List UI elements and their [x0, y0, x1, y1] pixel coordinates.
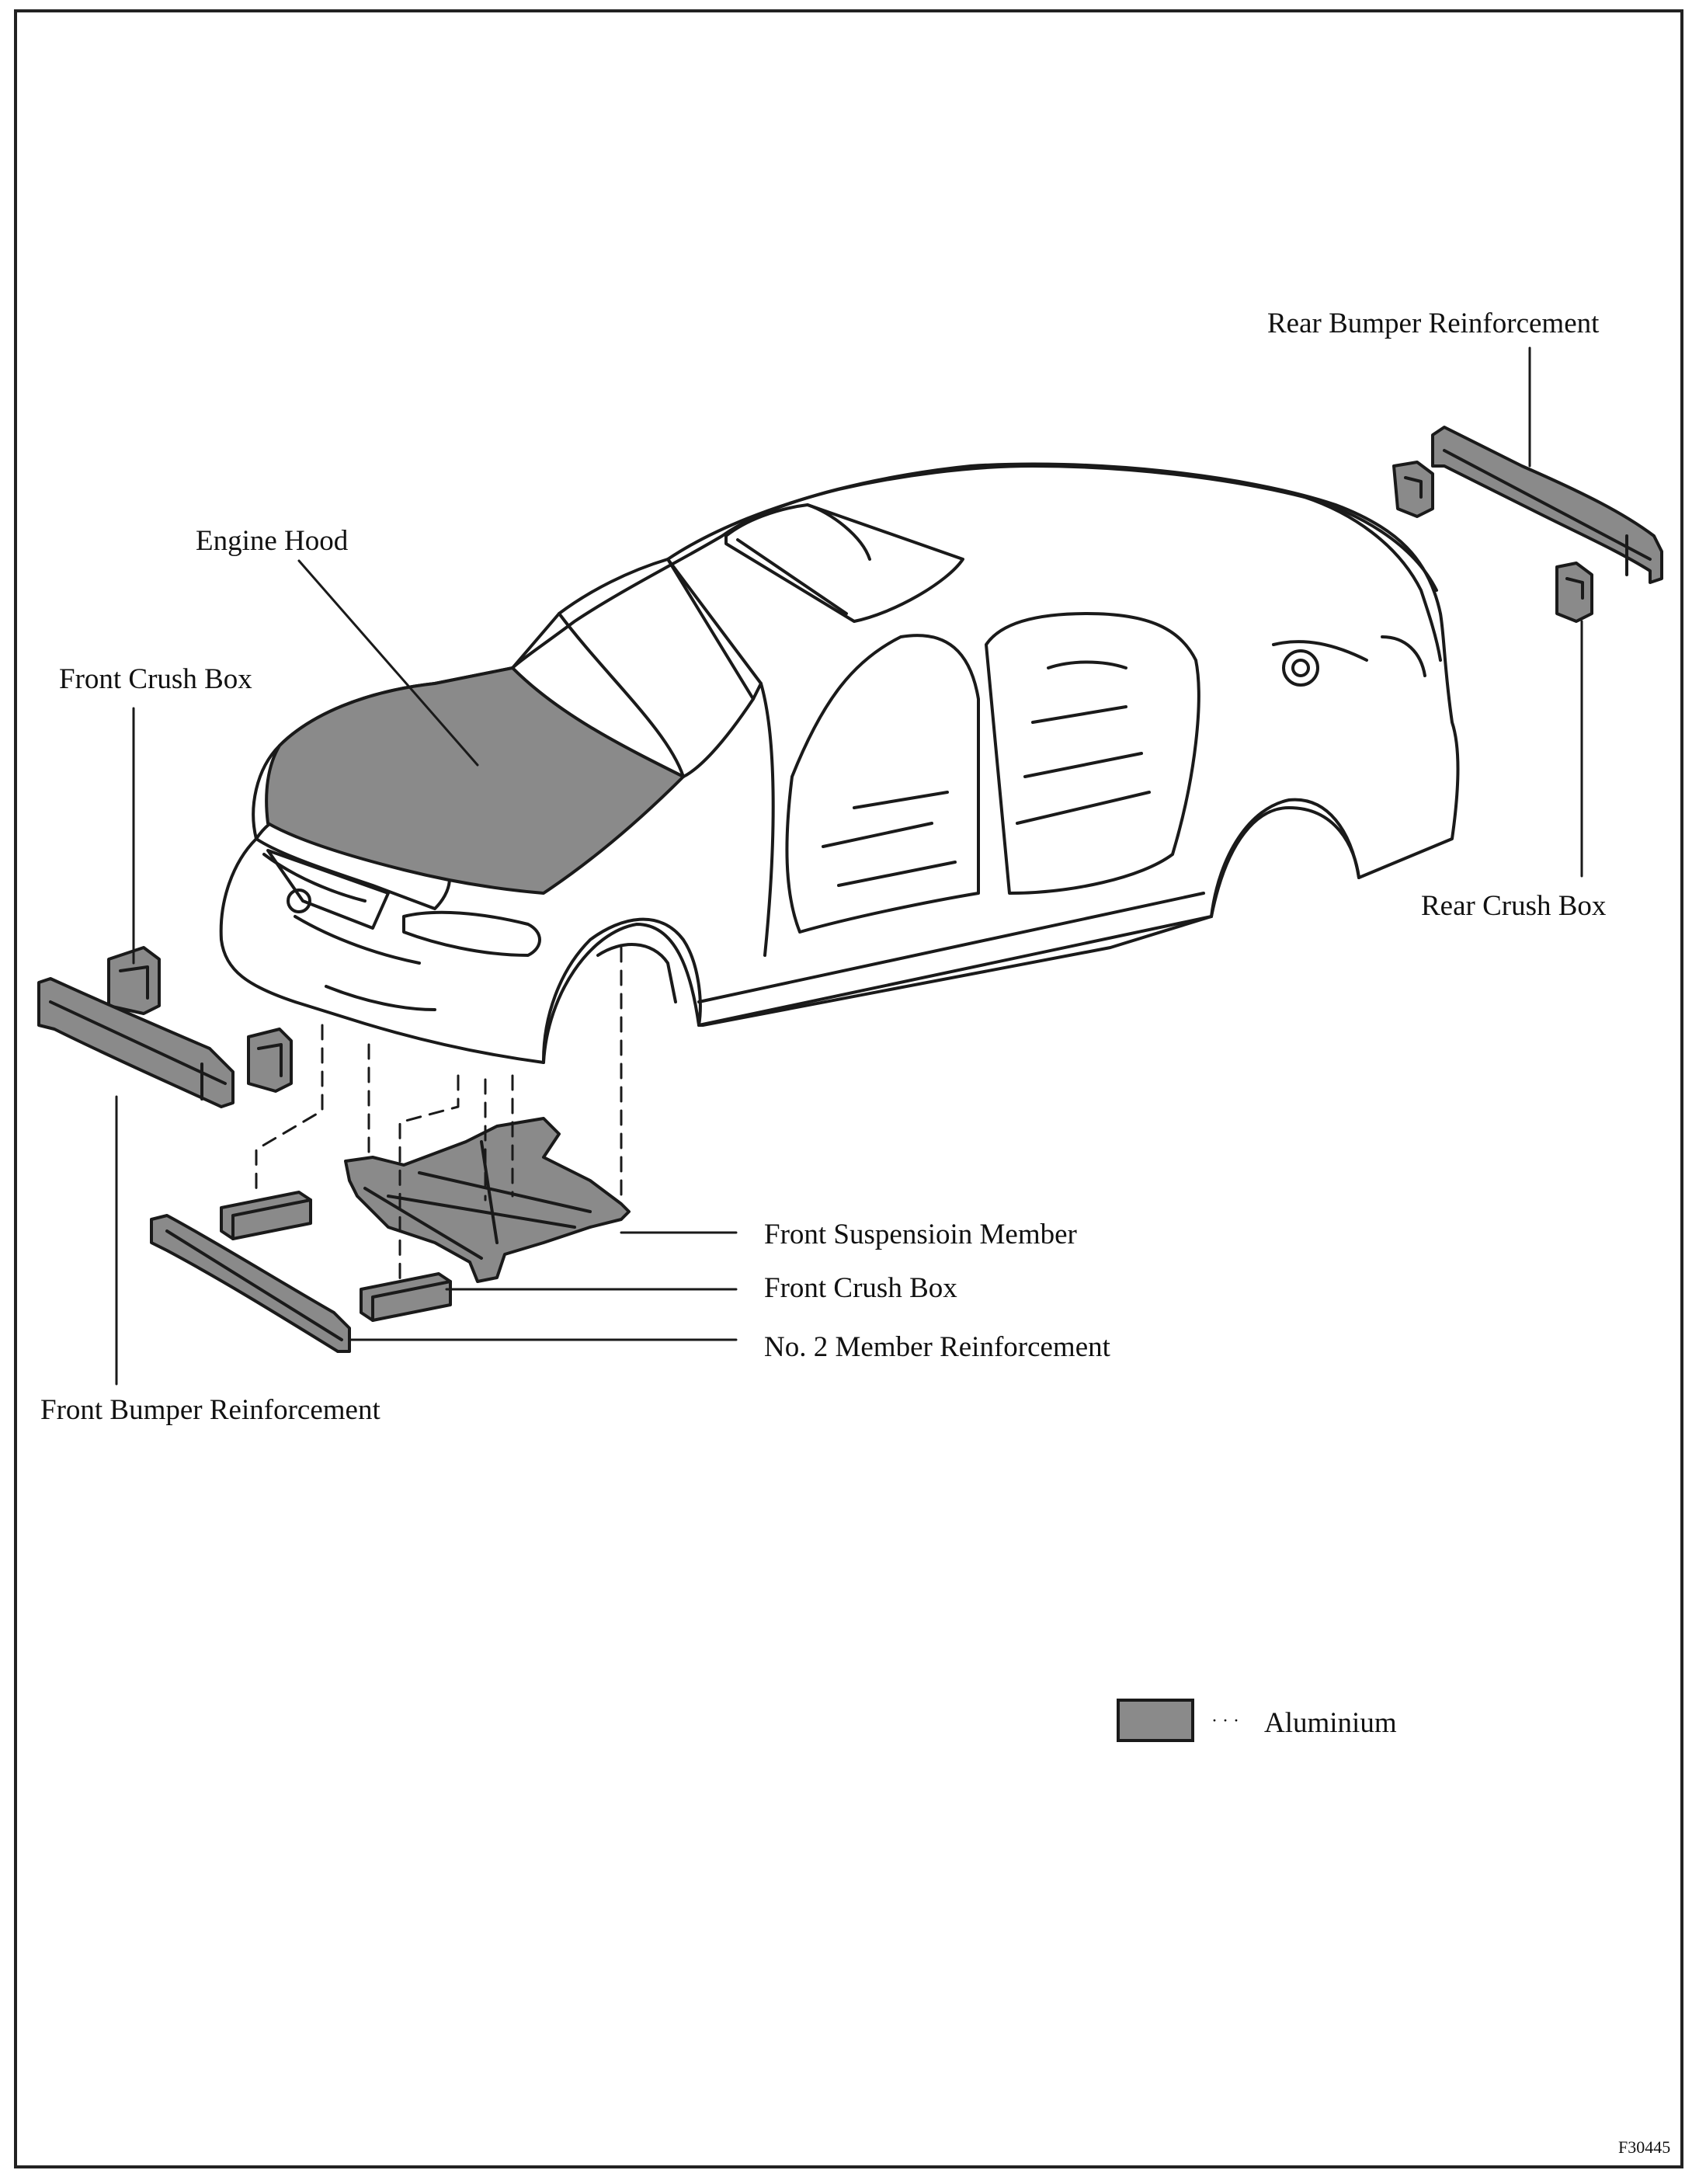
label-rear-bumper-reinforcement: Rear Bumper Reinforcement: [1267, 308, 1600, 339]
engine-hood-shape: [265, 666, 685, 895]
rear-crush-box-upper-shape: [1392, 461, 1434, 518]
label-rear-crush-box: Rear Crush Box: [1421, 890, 1607, 922]
leader-lines: [115, 346, 1583, 1386]
legend-label-aluminium: Aluminium: [1264, 1707, 1397, 1739]
mounting-guide-lines: [255, 946, 623, 1283]
legend-swatch: [1117, 1699, 1194, 1742]
front-crush-box-upper-2-shape: [247, 1028, 293, 1093]
front-suspension-member-shape: [344, 1117, 631, 1283]
label-no2-member-reinforcement: No. 2 Member Reinforcement: [764, 1331, 1110, 1363]
label-front-crush-box-upper: Front Crush Box: [59, 663, 252, 695]
page-frame: [14, 9, 1683, 2168]
figure-code: F30445: [1618, 2137, 1671, 2157]
label-front-crush-box-lower: Front Crush Box: [764, 1272, 957, 1304]
label-engine-hood: Engine Hood: [196, 525, 349, 557]
rear-crush-box-lower-shape: [1555, 562, 1593, 623]
label-front-bumper-reinforcement: Front Bumper Reinforcement: [40, 1394, 380, 1426]
label-front-suspension-member: Front Suspensioin Member: [764, 1219, 1077, 1250]
legend-dots: · · ·: [1211, 1711, 1239, 1731]
car-body-outline: [219, 462, 1460, 1064]
